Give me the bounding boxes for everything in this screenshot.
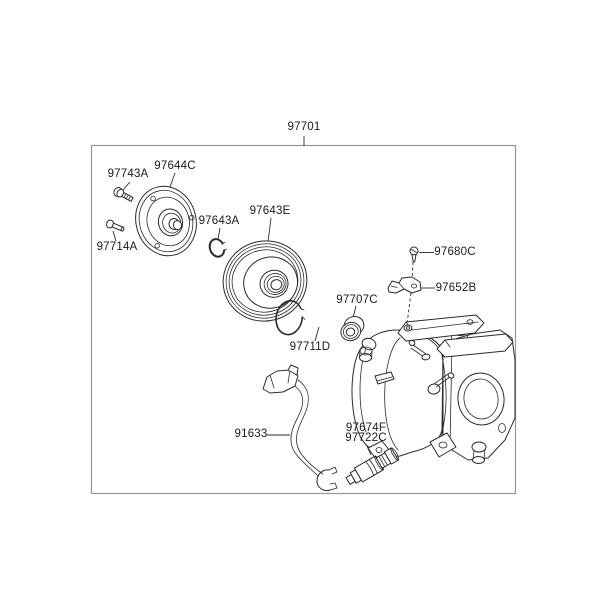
control-valve-drawing <box>345 447 400 485</box>
clutch-disc-drawing <box>135 185 197 257</box>
part-label-97707c: 97707C <box>336 294 378 306</box>
part-label-97680c: 97680C <box>434 246 476 258</box>
bolt-97743a-drawing <box>113 187 134 202</box>
wiring-harness-drawing <box>262 364 338 491</box>
bolt-97714a-drawing <box>106 219 125 232</box>
part-label-97743a: 97743A <box>107 168 149 180</box>
part-label-97722c: 97722C <box>345 432 387 444</box>
part-label-97652b: 97652B <box>435 282 477 294</box>
pulley-drawing <box>222 240 308 322</box>
part-label-97701: 97701 <box>287 121 321 133</box>
part-label-97714a: 97714A <box>96 241 138 253</box>
part-label-91633: 91633 <box>234 428 268 440</box>
diagram-frame <box>90 144 517 495</box>
screw-97680c-drawing <box>409 246 419 263</box>
compressor-body-drawing <box>351 314 516 464</box>
bracket-97652b-drawing <box>387 276 422 294</box>
part-label-97711d: 97711D <box>289 341 331 353</box>
snap-ring-97643a-drawing <box>208 238 227 258</box>
seal-97707c-drawing <box>340 316 365 342</box>
part-label-97643a: 97643A <box>198 215 240 227</box>
snap-ring-97711d-drawing <box>275 300 306 336</box>
part-label-97674f: 97674F <box>345 422 387 434</box>
part-label-97644c: 97644C <box>154 160 196 172</box>
part-label-97643e: 97643E <box>249 205 291 217</box>
